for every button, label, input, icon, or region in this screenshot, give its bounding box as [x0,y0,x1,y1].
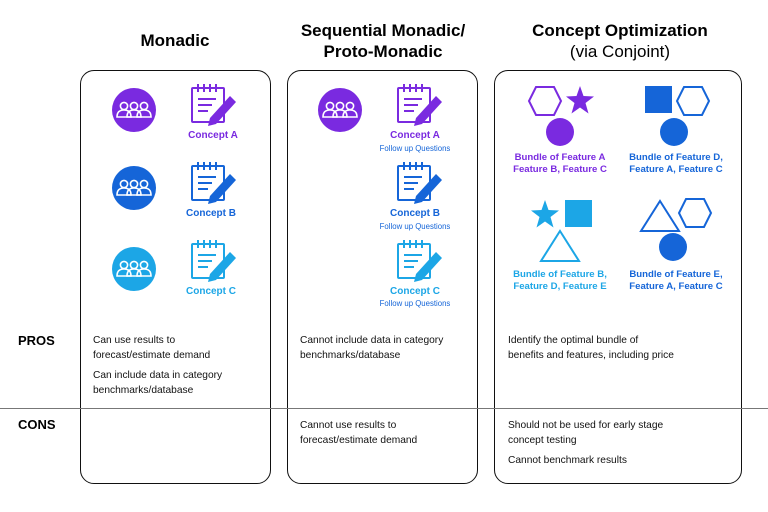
panel-monadic [80,70,271,484]
square-icon [565,200,592,227]
circle-icon [546,118,574,146]
notepad-pencil-icon [191,162,236,204]
hexagon-icon [677,198,713,228]
pros-text: Can include data in category [93,370,223,381]
cons-text: Cannot benchmark results [508,455,627,466]
bundle-label-line: Bundle of Feature E, [629,269,723,280]
notepad-pencil-icon [191,240,236,282]
hexagon-icon [527,86,563,116]
panel-sequential [287,70,478,484]
column-subtitle: (via Conjoint) [569,42,671,61]
circle-icon [659,233,687,261]
bundle-label-line: Bundle of Feature D, [629,152,723,163]
column-title-line: Proto-Monadic [323,42,443,61]
follow-up-label: Follow up Questions [379,299,451,308]
notepad-pencil-icon [191,84,236,126]
pros-sequential: Cannot include data in category benchmar… [300,333,443,363]
pros-text: forecast/estimate demand [93,350,211,361]
panel-optimization [494,70,742,484]
notepad-pencil-icon [397,240,442,282]
notepad-pencil-icon [397,162,442,204]
pros-cons-divider [0,408,768,409]
column-title-optimization: Concept Optimization (via Conjoint) [495,20,745,62]
circle-icon [660,118,688,146]
bundle-label-line: Bundle of Feature B, [513,269,607,280]
column-title-line: Concept Optimization [532,21,708,40]
concept-label: Concept B [390,208,440,219]
bundle-label: Bundle of Feature B, Feature D, Feature … [505,269,615,293]
concept-label: Concept A [390,130,440,141]
cons-sequential: Cannot use results to forecast/estimate … [300,418,417,448]
group-icon [112,247,156,291]
pros-text: Identify the optimal bundle of [508,335,639,346]
triangle-icon [639,199,681,232]
bundle-label-line: Feature D, Feature E [513,281,607,292]
cons-text: Should not be used for early stage [508,420,664,431]
group-icon [318,88,362,132]
concept-label: Concept C [390,286,440,297]
pros-label: PROS [18,333,55,348]
pros-optimization: Identify the optimal bundle of benefits … [508,333,674,363]
bundle-label-line: Feature A, Feature C [629,281,723,292]
bundle-label: Bundle of Feature D, Feature A, Feature … [620,152,732,176]
star-icon [566,86,594,114]
follow-up-label: Follow up Questions [379,222,451,231]
group-icon [112,166,156,210]
bundle-label: Bundle of Feature A Feature B, Feature C [505,152,615,176]
cons-text: concept testing [508,435,577,446]
column-title-monadic: Monadic [80,30,270,51]
pros-text: benchmarks/database [93,385,194,396]
concept-label: Concept A [188,130,238,141]
column-title-line: Sequential Monadic/ [300,21,466,40]
bundle-label-line: Feature A, Feature C [629,164,723,175]
concept-label: Concept B [186,208,236,219]
follow-up-label: Follow up Questions [379,144,451,153]
pros-monadic: Can use results to forecast/estimate dem… [93,333,222,398]
square-icon [645,86,672,113]
triangle-icon [539,229,581,262]
notepad-pencil-icon [397,84,442,126]
cons-text: forecast/estimate demand [300,435,418,446]
bundle-label: Bundle of Feature E, Feature A, Feature … [620,269,732,293]
pros-text: Can use results to [93,335,176,346]
hexagon-icon [675,86,711,116]
column-title-line: Monadic [140,31,210,50]
star-icon [531,200,559,228]
pros-text: Cannot include data in category [300,335,444,346]
bundle-label-line: Feature B, Feature C [513,164,607,175]
group-icon [112,88,156,132]
cons-optimization: Should not be used for early stage conce… [508,418,663,468]
concept-label: Concept C [186,286,236,297]
column-title-sequential: Sequential Monadic/ Proto-Monadic [278,20,488,62]
cons-label: CONS [18,417,56,432]
cons-text: Cannot use results to [300,420,397,431]
bundle-label-line: Bundle of Feature A [514,152,606,163]
pros-text: benefits and features, including price [508,350,674,361]
pros-text: benchmarks/database [300,350,401,361]
